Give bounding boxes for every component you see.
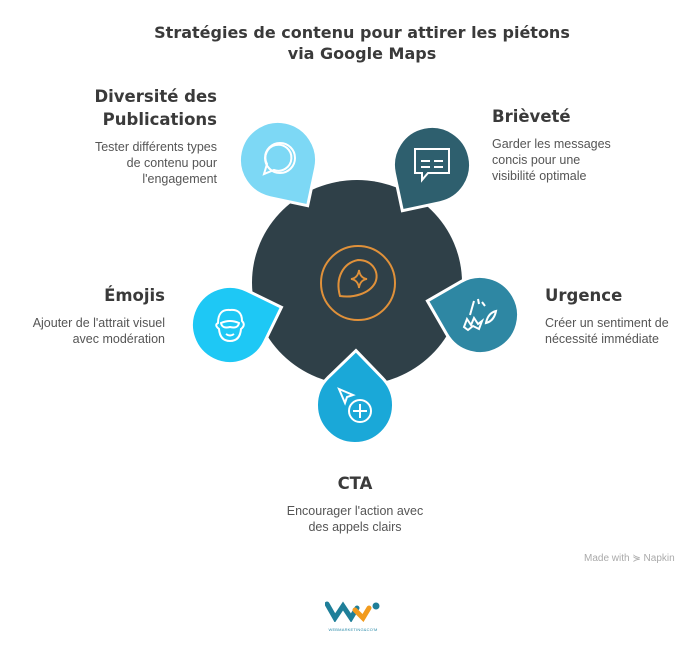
map-pin-star-icon xyxy=(320,245,396,321)
page-title: Stratégies de contenu pour attirer les p… xyxy=(0,22,700,64)
item-diversity: Diversité des Publications Tester différ… xyxy=(94,85,217,187)
item-title: Diversité des xyxy=(94,87,217,106)
item-desc: l'engagement xyxy=(142,172,217,186)
logo-text: WEBMARKETING&CO'M xyxy=(328,627,378,632)
logo-mark-icon xyxy=(324,601,380,623)
napkin-brand: Napkin xyxy=(643,553,675,564)
item-title: Brièveté xyxy=(492,107,571,126)
napkin-icon: ⋟ xyxy=(632,553,641,564)
item-desc: concis pour une xyxy=(492,153,581,167)
burst-icon xyxy=(440,275,520,355)
item-desc: avec modération xyxy=(72,332,165,346)
chat-bubbles-icon xyxy=(238,120,318,200)
item-desc: visibilité optimale xyxy=(492,169,587,183)
item-title: Émojis xyxy=(104,286,165,305)
item-brevity: Brièveté Garder les messages concis pour… xyxy=(492,105,611,184)
cursor-plus-icon xyxy=(315,365,395,445)
item-emojis: Émojis Ajouter de l'attrait visuel avec … xyxy=(33,284,165,347)
message-box-icon xyxy=(392,125,472,205)
item-title: Publications xyxy=(102,110,217,129)
item-desc: Créer un sentiment de xyxy=(545,316,669,330)
made-with-napkin: Made with ⋟ Napkin xyxy=(584,553,675,564)
item-desc: Encourager l'action avec xyxy=(286,504,424,518)
made-with-label: Made with xyxy=(584,553,630,564)
item-desc: nécessité immédiate xyxy=(545,332,659,346)
item-desc: Ajouter de l'attrait visuel xyxy=(32,316,165,330)
item-desc: des appels clairs xyxy=(308,520,402,534)
item-desc: de contenu pour xyxy=(126,156,217,170)
webmarketing-logo: WEBMARKETING&CO'M xyxy=(322,600,384,632)
item-urgency: Urgence Créer un sentiment de nécessité … xyxy=(545,284,669,347)
item-cta: CTA Encourager l'action avec des appels … xyxy=(255,472,455,535)
item-desc: Tester différents types xyxy=(94,140,217,154)
title-line-2: via Google Maps xyxy=(287,44,437,63)
item-desc: Garder les messages xyxy=(492,137,611,151)
item-title: Urgence xyxy=(545,286,623,305)
title-line-1: Stratégies de contenu pour attirer les p… xyxy=(154,23,570,42)
emoji-face-icon xyxy=(190,285,270,365)
item-title: CTA xyxy=(337,474,373,493)
